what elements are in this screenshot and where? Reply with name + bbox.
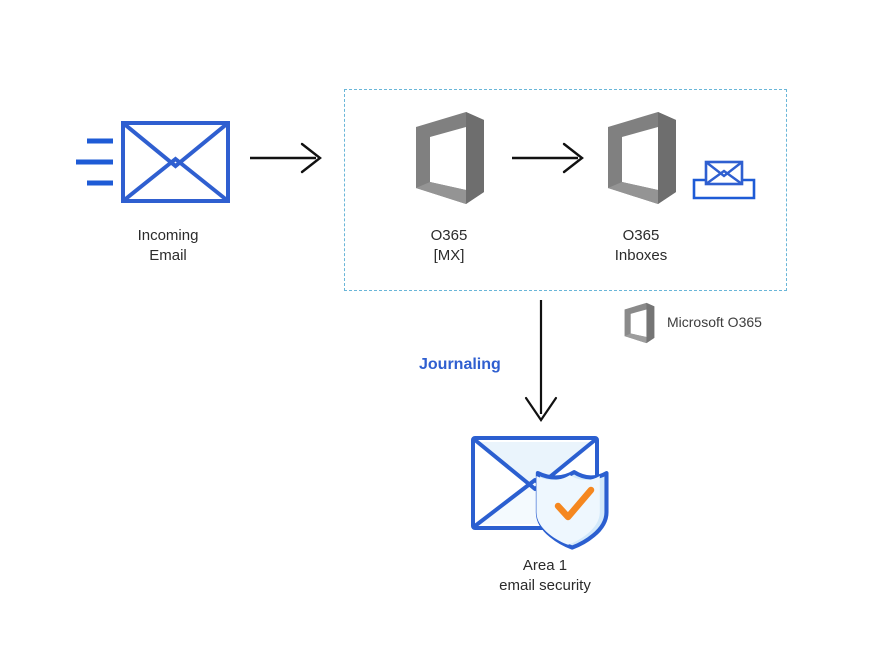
o365-inboxes-icon (598, 110, 684, 206)
incoming-email-label: Incoming Email (137, 227, 199, 264)
o365-mx-icon (406, 110, 492, 206)
envelope-glyph (121, 121, 230, 203)
arrow-mx-to-inboxes (512, 140, 588, 176)
motion-lines-icon (76, 138, 113, 186)
o365-inboxes-label: O365 Inboxes (614, 227, 668, 264)
inbox-tray-envelope-icon (692, 158, 756, 204)
o365-mx-label: O365 [MX] (430, 227, 468, 264)
area1-email-security-icon (468, 432, 632, 552)
incoming-email-icon (75, 118, 235, 213)
arrow-inboxes-to-area1 (520, 300, 564, 424)
legend-label: Microsoft O365 (667, 314, 762, 330)
o365-boundary-box (344, 89, 787, 291)
shield-check-icon (535, 470, 609, 550)
journaling-edge-label: Journaling (419, 356, 501, 373)
area1-label: Area 1 email security (499, 557, 591, 594)
legend-office-365-icon (620, 302, 658, 344)
arrow-incoming-to-mx (250, 140, 326, 176)
